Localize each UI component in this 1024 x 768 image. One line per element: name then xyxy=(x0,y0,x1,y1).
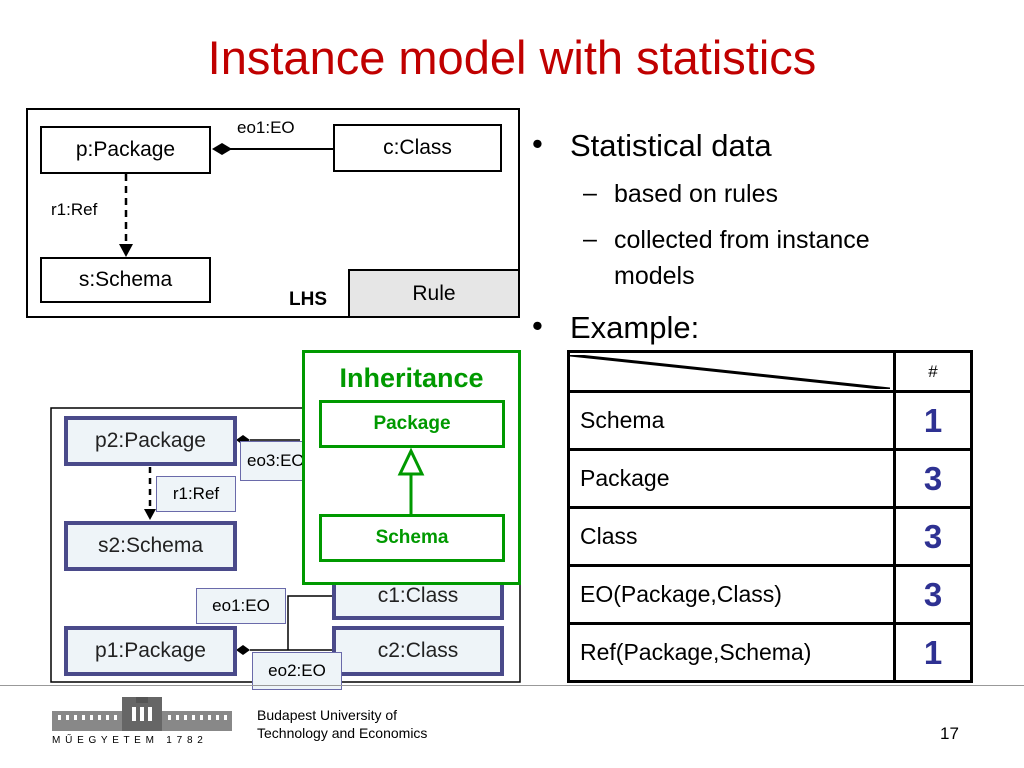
node-p1-package: p1:Package xyxy=(64,626,237,676)
inheritance-title: Inheritance xyxy=(339,363,484,393)
table-row: Package 3 xyxy=(567,448,973,509)
inheritance-panel: Inheritance Package Schema xyxy=(302,350,521,585)
dash-marker: – xyxy=(583,225,597,253)
rule-tag: Rule xyxy=(348,269,518,316)
node-s2-schema: s2:Schema xyxy=(64,521,237,571)
inheritance-parent-package: Package xyxy=(319,400,505,448)
footer-university: Budapest University of Technology and Ec… xyxy=(257,706,427,742)
footer-line1: Budapest University of xyxy=(257,707,398,723)
row-name: Class xyxy=(567,506,896,567)
generalization-arrow-icon xyxy=(397,447,425,515)
table-row: Ref(Package,Schema) 1 xyxy=(567,622,973,683)
sub-bullet-based-on-rules: based on rules xyxy=(614,180,779,208)
bullet-marker: • xyxy=(532,308,543,343)
edge-label-eo2: eo2:EO xyxy=(252,652,342,690)
footer-line2: Technology and Economics xyxy=(257,725,428,741)
table-row: Schema 1 xyxy=(567,390,973,451)
table-header-row: # xyxy=(567,350,973,393)
node-c-class: c:Class xyxy=(333,124,502,172)
inheritance-child-schema: Schema xyxy=(319,514,505,562)
row-name: EO(Package,Class) xyxy=(567,564,896,625)
row-count: 3 xyxy=(893,564,973,625)
edge-label-r1: r1:Ref xyxy=(51,200,98,219)
aggregation-diamond-icon xyxy=(236,645,250,655)
university-building-logo xyxy=(52,697,232,731)
header-diagonal-cell xyxy=(567,350,896,393)
node-s-schema: s:Schema xyxy=(40,257,211,303)
bullet-statistical-data: Statistical data xyxy=(570,128,772,163)
row-name: Ref(Package,Schema) xyxy=(567,622,896,683)
row-name: Schema xyxy=(567,390,896,451)
table-row: Class 3 xyxy=(567,506,973,567)
dash-marker: – xyxy=(583,179,597,207)
row-count: 3 xyxy=(893,506,973,567)
row-name: Package xyxy=(567,448,896,509)
row-count: 3 xyxy=(893,448,973,509)
bullet-example: Example: xyxy=(570,310,700,345)
node-c2-class: c2:Class xyxy=(332,626,504,676)
header-count: # xyxy=(893,350,973,393)
statistics-table: # Schema 1 Package 3 Class 3 EO(Package,… xyxy=(567,350,973,683)
node-p-package: p:Package xyxy=(40,126,211,174)
table-row: EO(Package,Class) 3 xyxy=(567,564,973,625)
aggregation-diamond-icon xyxy=(212,143,232,155)
arrowhead-icon xyxy=(144,509,156,520)
slide-title: Instance model with statistics xyxy=(207,31,817,84)
node-p2-package: p2:Package xyxy=(64,416,237,466)
edge-label-eo1: eo1:EO xyxy=(237,118,295,137)
arrowhead-icon xyxy=(119,244,133,257)
sub-bullet-collected-line1: collected from instance xyxy=(614,226,870,254)
edge-label-eo1-instance: eo1:EO xyxy=(196,588,286,624)
sub-bullet-collected-line2: models xyxy=(614,262,695,290)
logo-caption: M Ű E G Y E T E M 1 7 8 2 xyxy=(52,735,204,746)
page-number: 17 xyxy=(940,724,959,743)
diagonal-line-icon xyxy=(570,354,890,389)
row-count: 1 xyxy=(893,390,973,451)
row-count: 1 xyxy=(893,622,973,683)
bullet-marker: • xyxy=(532,126,543,161)
lhs-label: LHS xyxy=(289,289,327,310)
edge-label-r1-instance: r1:Ref xyxy=(156,476,236,512)
footer-divider xyxy=(0,685,1024,686)
